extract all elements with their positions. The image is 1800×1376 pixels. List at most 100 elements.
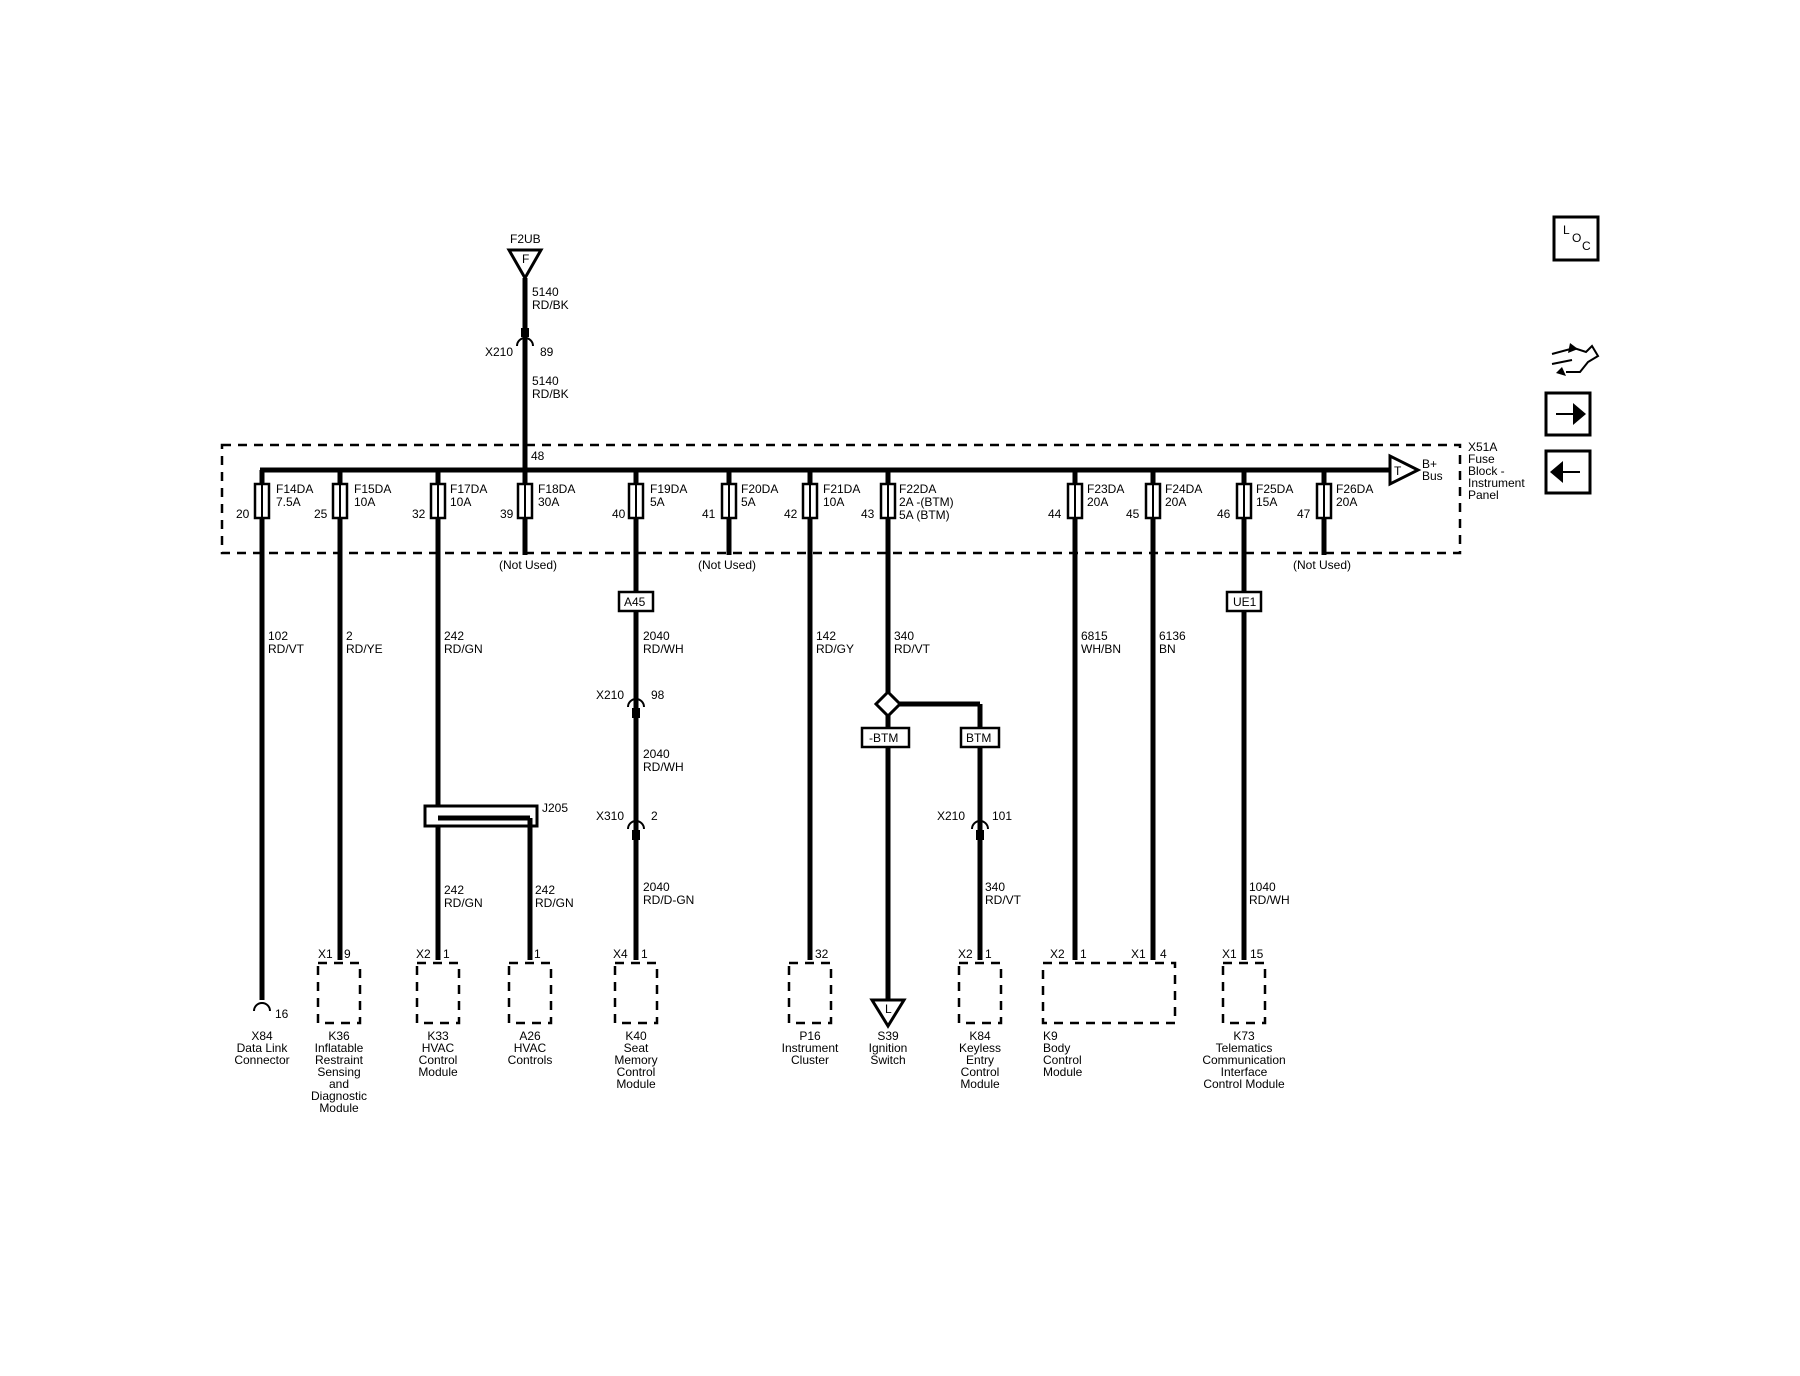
svg-text:S39: S39 xyxy=(877,1029,899,1043)
feed-wire-color-1: RD/BK xyxy=(532,298,569,312)
component-a26: 1 A26 HVAC Controls xyxy=(508,947,553,1067)
svg-text:F23DA: F23DA xyxy=(1087,482,1124,496)
svg-text:30A: 30A xyxy=(538,495,559,509)
svg-text:Fuse: Fuse xyxy=(1468,452,1495,466)
inline-connector-x210-101: X210 101 xyxy=(937,809,1012,840)
svg-text:Panel: Panel xyxy=(1468,488,1499,502)
svg-text:RD/GN: RD/GN xyxy=(444,896,483,910)
svg-text:RD/GY: RD/GY xyxy=(816,642,854,656)
svg-text:6815: 6815 xyxy=(1081,629,1108,643)
component-k36: X1 9 K36 Inflatable Restraint Sensing an… xyxy=(311,947,367,1115)
svg-text:C: C xyxy=(1582,239,1591,253)
svg-text:5A: 5A xyxy=(741,495,756,509)
svg-text:Inflatable: Inflatable xyxy=(315,1041,364,1055)
svg-text:B+: B+ xyxy=(1422,457,1437,471)
source-pin-label: F xyxy=(522,252,529,266)
svg-text:1: 1 xyxy=(534,947,541,961)
svg-text:242: 242 xyxy=(444,629,464,643)
svg-text:32: 32 xyxy=(412,507,426,521)
component-p16: 32 P16 Instrument Cluster xyxy=(782,947,839,1067)
svg-text:X1: X1 xyxy=(1131,947,1146,961)
svg-text:K36: K36 xyxy=(328,1029,350,1043)
svg-text:X1: X1 xyxy=(1222,947,1237,961)
svg-text:9: 9 xyxy=(344,947,351,961)
svg-text:K40: K40 xyxy=(625,1029,647,1043)
svg-text:101: 101 xyxy=(992,809,1012,823)
component-k40: X4 1 K40 Seat Memory Control Module xyxy=(613,947,659,1091)
svg-text:Body: Body xyxy=(1043,1041,1070,1055)
svg-text:Entry: Entry xyxy=(966,1053,994,1067)
svg-text:Control: Control xyxy=(617,1065,656,1079)
svg-text:Control Module: Control Module xyxy=(1203,1077,1285,1091)
svg-text:Control: Control xyxy=(1043,1053,1082,1067)
svg-text:(Not Used): (Not Used) xyxy=(1293,558,1351,572)
switch-icon[interactable] xyxy=(1551,343,1600,376)
svg-text:Telematics: Telematics xyxy=(1216,1041,1273,1055)
next-arrow-icon[interactable] xyxy=(1544,391,1592,437)
svg-text:F17DA: F17DA xyxy=(450,482,487,496)
svg-text:44: 44 xyxy=(1048,507,1062,521)
svg-text:2: 2 xyxy=(651,809,658,823)
component-k9: X2 1 X1 4 K9 Body Control Module xyxy=(1041,947,1177,1079)
svg-text:Connector: Connector xyxy=(234,1053,289,1067)
svg-text:X4: X4 xyxy=(613,947,628,961)
svg-text:BTM: BTM xyxy=(966,731,991,745)
svg-text:1: 1 xyxy=(1080,947,1087,961)
svg-text:340: 340 xyxy=(985,880,1005,894)
source-fuse-f2ub: F2UB F xyxy=(506,232,544,282)
svg-text:X310: X310 xyxy=(596,809,624,823)
prev-arrow-icon[interactable] xyxy=(1544,449,1592,495)
svg-text:142: 142 xyxy=(816,629,836,643)
component-x84: 16 X84 Data Link Connector xyxy=(234,1002,290,1067)
svg-text:15: 15 xyxy=(1250,947,1264,961)
svg-text:Communication: Communication xyxy=(1202,1053,1285,1067)
svg-text:RD/D-GN: RD/D-GN xyxy=(643,893,694,907)
svg-text:K73: K73 xyxy=(1233,1029,1255,1043)
svg-text:1040: 1040 xyxy=(1249,880,1276,894)
svg-text:Instrument: Instrument xyxy=(782,1041,839,1055)
svg-text:Controls: Controls xyxy=(508,1053,553,1067)
svg-text:Seat: Seat xyxy=(624,1041,649,1055)
svg-text:2A -(BTM): 2A -(BTM) xyxy=(899,495,954,509)
svg-text:T: T xyxy=(1394,464,1402,478)
svg-text:Block -: Block - xyxy=(1468,464,1505,478)
svg-text:102: 102 xyxy=(268,629,288,643)
svg-text:RD/WH: RD/WH xyxy=(1249,893,1290,907)
svg-text:340: 340 xyxy=(894,629,914,643)
svg-text:Cluster: Cluster xyxy=(791,1053,829,1067)
svg-text:47: 47 xyxy=(1297,507,1311,521)
svg-text:F20DA: F20DA xyxy=(741,482,778,496)
svg-text:41: 41 xyxy=(702,507,716,521)
svg-text:X2: X2 xyxy=(958,947,973,961)
svg-text:A45: A45 xyxy=(624,595,646,609)
svg-text:RD/WH: RD/WH xyxy=(643,760,684,774)
svg-text:F19DA: F19DA xyxy=(650,482,687,496)
svg-text:Control: Control xyxy=(961,1065,1000,1079)
location-icon[interactable]: L O C xyxy=(1552,215,1600,262)
svg-text:32: 32 xyxy=(815,947,829,961)
svg-text:25: 25 xyxy=(314,507,328,521)
svg-text:F14DA: F14DA xyxy=(276,482,313,496)
svg-text:Restraint: Restraint xyxy=(315,1053,364,1067)
svg-text:10A: 10A xyxy=(823,495,844,509)
svg-text:F22DA: F22DA xyxy=(899,482,936,496)
svg-text:BN: BN xyxy=(1159,642,1176,656)
option-tag-ue1: UE1 xyxy=(1225,590,1263,613)
svg-text:RD/VT: RD/VT xyxy=(894,642,931,656)
inline-connector-x210-98: X210 98 xyxy=(596,688,665,718)
svg-text:7.5A: 7.5A xyxy=(276,495,301,509)
svg-text:(Not Used): (Not Used) xyxy=(499,558,557,572)
svg-text:Ignition: Ignition xyxy=(869,1041,908,1055)
svg-text:X210: X210 xyxy=(937,809,965,823)
svg-text:HVAC: HVAC xyxy=(422,1041,455,1055)
component-k84: X2 1 K84 Keyless Entry Control Module xyxy=(957,947,1003,1091)
svg-text:46: 46 xyxy=(1217,507,1231,521)
svg-text:4: 4 xyxy=(1160,947,1167,961)
svg-text:X1: X1 xyxy=(318,947,333,961)
